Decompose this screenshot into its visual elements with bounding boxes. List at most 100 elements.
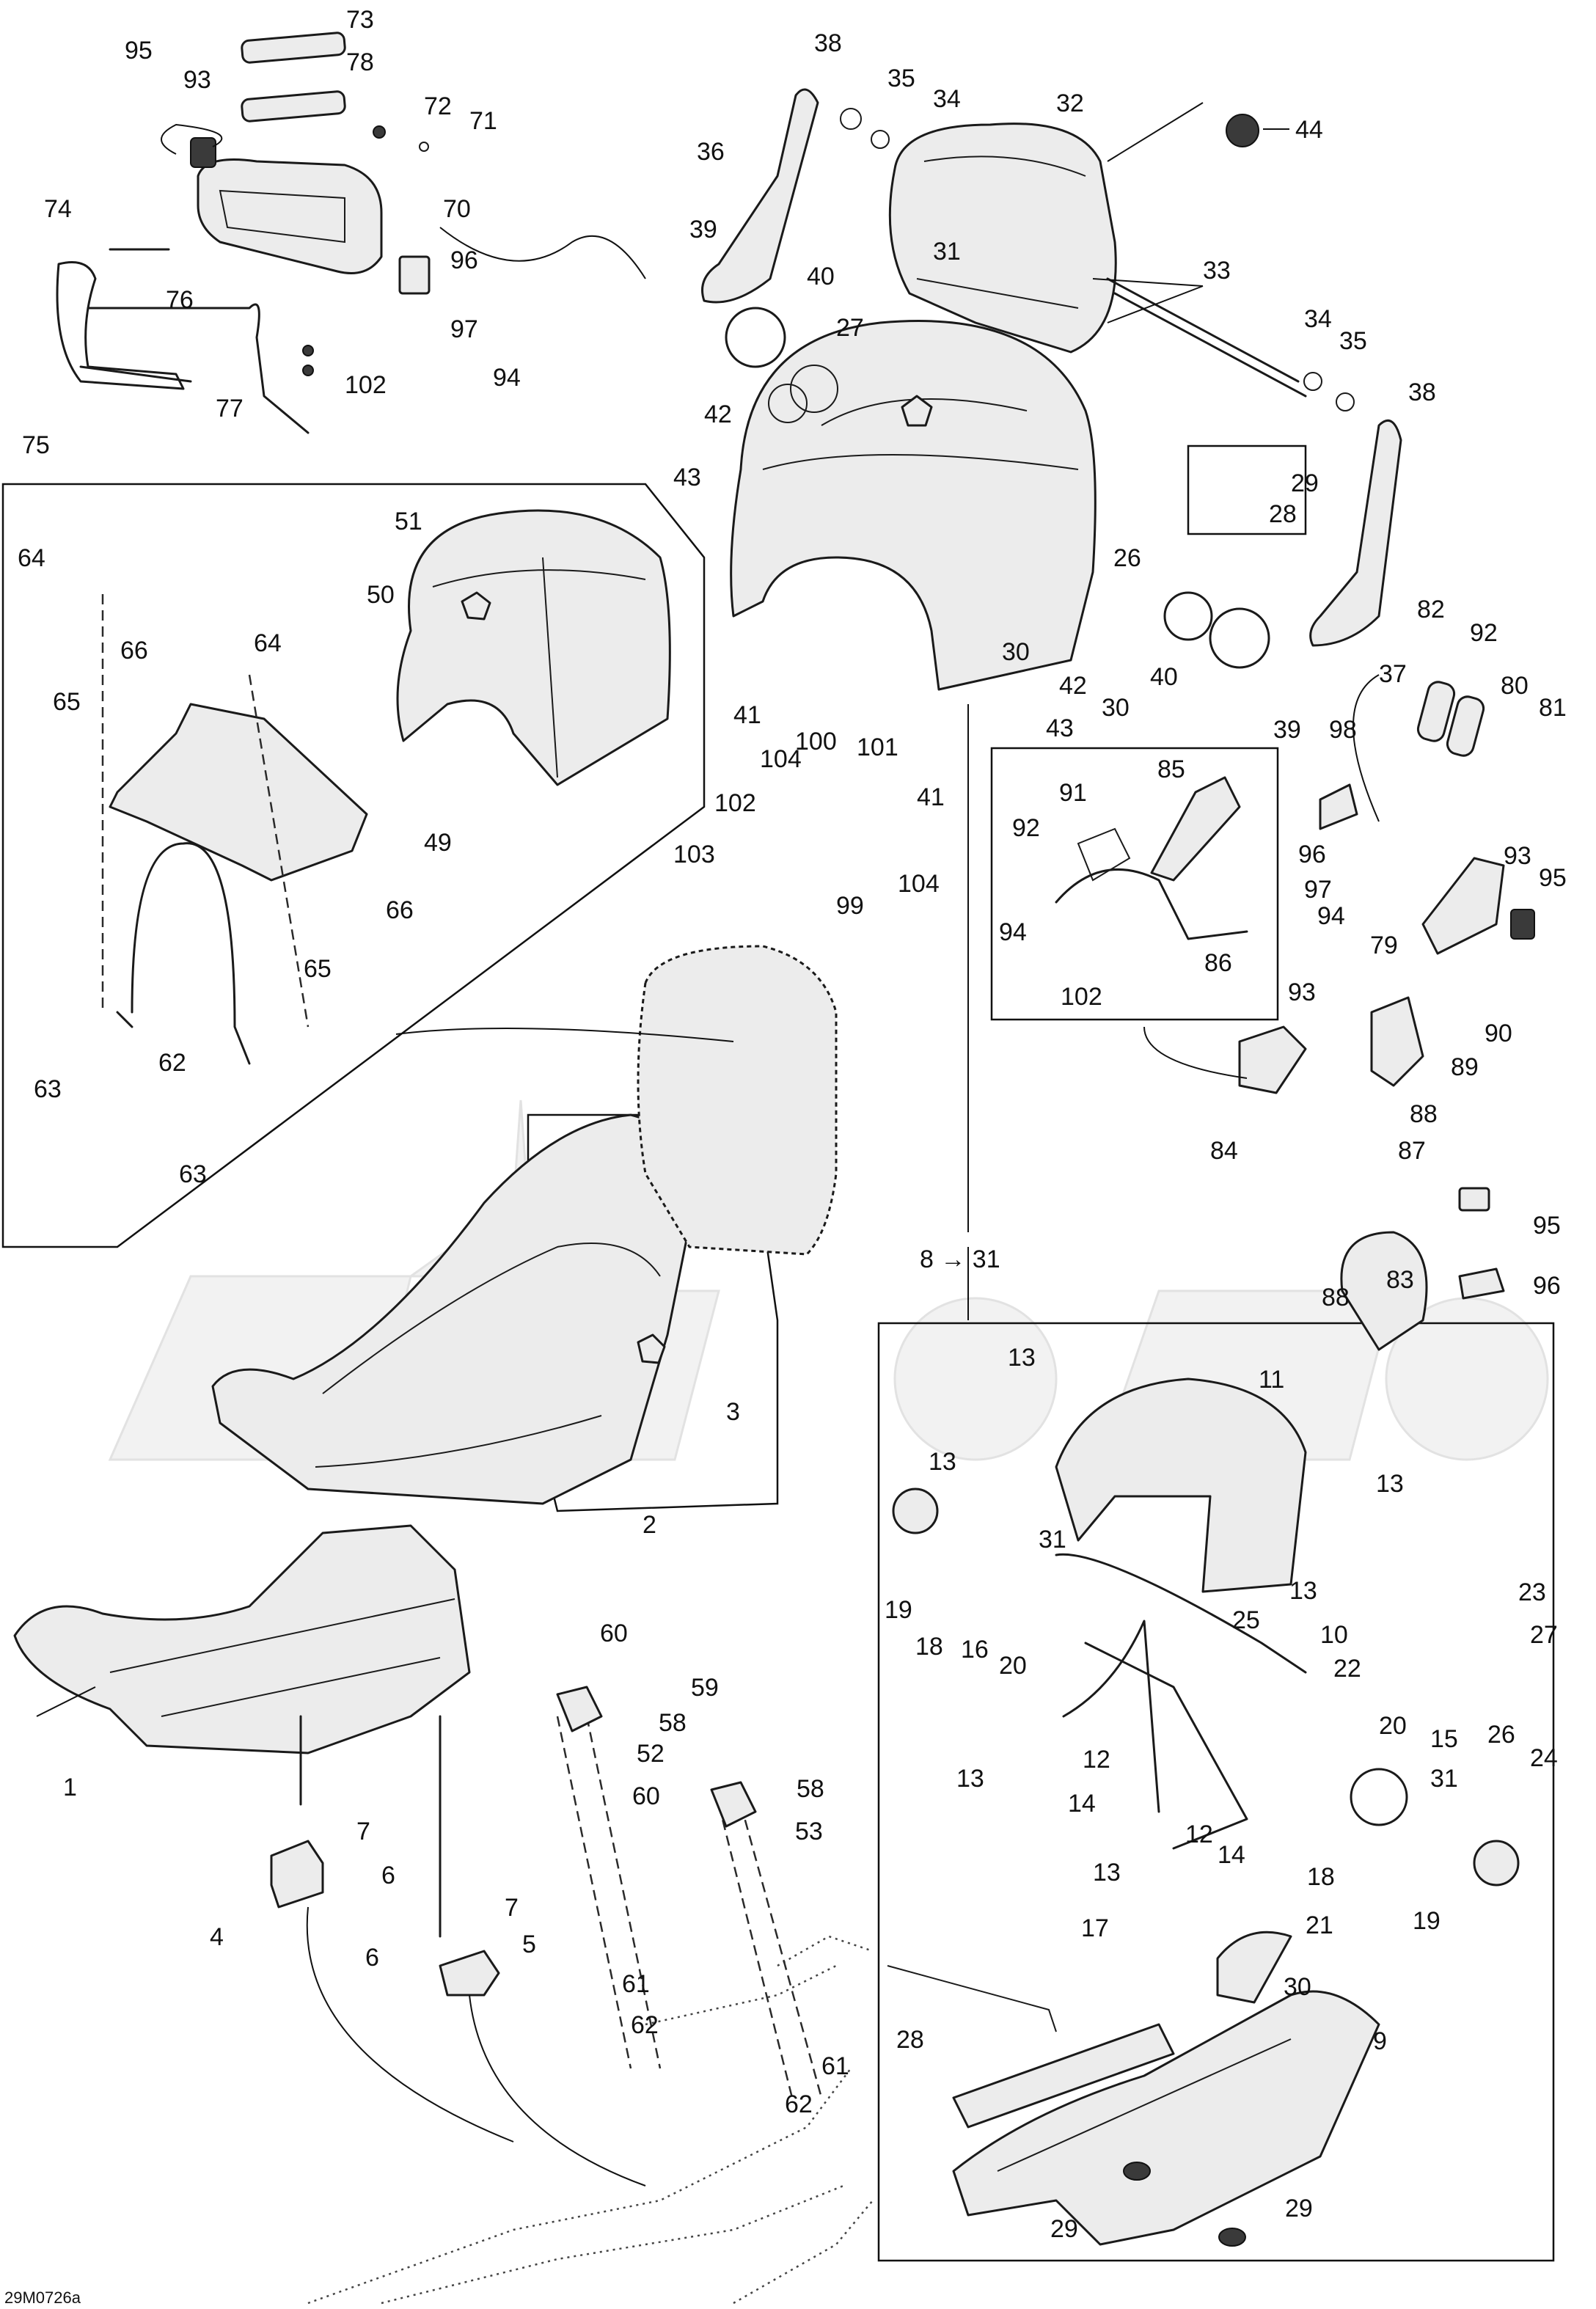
callout-78: 78 xyxy=(346,48,374,76)
callout-92: 92 xyxy=(1012,814,1040,842)
callout-6-bottom: 6 xyxy=(365,1944,379,1972)
callout-67-bottom: 60 xyxy=(632,1782,660,1810)
callout-70: 70 xyxy=(443,195,471,223)
callout-83: 83 xyxy=(1386,1266,1414,1294)
callout-14-a: 14 xyxy=(1068,1790,1096,1818)
callout-104: 99 xyxy=(836,892,864,920)
callout-60-left: 64 xyxy=(18,544,45,572)
seat-base-drawing xyxy=(13,1524,646,2187)
callout-107-mid: 102 xyxy=(714,789,756,817)
callout-59-top: 63 xyxy=(34,1075,62,1103)
callout-7-bottom: 7 xyxy=(505,1894,519,1922)
passenger-backrest-drawing xyxy=(701,88,1402,669)
callout-41-right: 35 xyxy=(1339,327,1367,355)
callout-97: 92 xyxy=(1470,619,1498,647)
leader-lines xyxy=(36,102,1380,1717)
callout-80: 80 xyxy=(1501,672,1529,700)
callout-61-bottom: 65 xyxy=(304,955,332,983)
seat-cover-52-drawing xyxy=(396,509,671,786)
callout-22: 22 xyxy=(1333,1655,1361,1683)
callout-36-left: 30 xyxy=(1002,638,1030,666)
callout-68-bottom: 61 xyxy=(821,2052,849,2080)
callout-13-f: 13 xyxy=(1093,1859,1121,1887)
callout-19-right: 19 xyxy=(1413,1907,1441,1935)
callout-21: 21 xyxy=(1306,1911,1333,1939)
callout-9: 9 xyxy=(1373,2027,1387,2055)
callout-12-b: 12 xyxy=(1185,1821,1213,1848)
callout-96: 96 xyxy=(1533,1272,1561,1300)
callout-100: 95 xyxy=(125,37,153,65)
callout-13-c: 13 xyxy=(1376,1470,1404,1498)
callout-95: 95 xyxy=(1533,1212,1561,1240)
callout-28: 28 xyxy=(896,2026,924,2054)
callout-46-top: 40 xyxy=(807,263,835,290)
callout-5: 5 xyxy=(522,1931,536,1958)
callout-2: 2 xyxy=(643,1511,656,1539)
callout-89: 89 xyxy=(1451,1053,1479,1081)
callout-10: 10 xyxy=(1320,1621,1348,1649)
callout-73: 73 xyxy=(346,6,374,34)
callout-45-top: 39 xyxy=(689,216,717,244)
callout-51: 49 xyxy=(424,829,452,857)
callout-84: 84 xyxy=(1210,1137,1238,1165)
callout-13-a: 13 xyxy=(1008,1344,1036,1372)
callout-101-right: 96 xyxy=(1298,841,1326,868)
callout-63: 52 xyxy=(637,1740,665,1768)
callout-38: 32 xyxy=(1056,89,1084,117)
callout-47-top: 41 xyxy=(733,701,761,729)
callout-42: 36 xyxy=(697,138,725,166)
callout-40-top: 34 xyxy=(933,85,961,113)
callout-91: 91 xyxy=(1059,779,1087,807)
callout-69-top: 62 xyxy=(631,2011,659,2039)
callout-49-top: 43 xyxy=(673,464,701,491)
callout-30: 30 xyxy=(1284,1973,1311,2001)
callout-99-right: 94 xyxy=(1317,902,1345,930)
callout-11: 11 xyxy=(1259,1366,1284,1394)
callout-74: 74 xyxy=(44,195,72,223)
callout-45-right: 39 xyxy=(1273,716,1301,744)
callout-1: 1 xyxy=(63,1774,77,1801)
callout-68-top: 61 xyxy=(622,1970,650,1998)
callout-13-e: 13 xyxy=(956,1765,984,1793)
callout-18-left: 18 xyxy=(915,1633,943,1661)
chassis-drawing xyxy=(307,1686,874,2305)
callout-12-a: 12 xyxy=(1083,1746,1110,1774)
callout-48-mid: 42 xyxy=(1059,672,1087,700)
left-group-box xyxy=(1,483,706,1248)
callout-29-left: 29 xyxy=(1050,2215,1078,2243)
callout-41-top: 35 xyxy=(887,65,915,92)
callout-76: 76 xyxy=(166,286,194,314)
callout-46-right: 40 xyxy=(1150,663,1178,691)
callout-88-bottom: 88 xyxy=(1322,1284,1350,1311)
callout-64: 53 xyxy=(795,1818,823,1845)
callout-6-top: 6 xyxy=(381,1862,395,1889)
callout-65-bottom: 58 xyxy=(797,1775,824,1803)
callout-72: 72 xyxy=(424,92,452,120)
callout-16: 16 xyxy=(961,1636,989,1664)
callout-34: 28 xyxy=(1269,500,1297,528)
callout-4: 4 xyxy=(210,1923,224,1951)
callout-106: 101 xyxy=(857,733,898,761)
callout-7-top: 7 xyxy=(356,1818,370,1845)
handle-parts-drawing xyxy=(1238,681,1535,1351)
callout-105: 100 xyxy=(795,728,837,755)
callout-53: 51 xyxy=(395,508,422,535)
callout-13-b: 13 xyxy=(929,1448,956,1476)
callout-98-right: 93 xyxy=(1504,842,1531,870)
callout-39: 33 xyxy=(1203,257,1231,285)
callout-75: 75 xyxy=(22,431,50,459)
frame-group-box xyxy=(877,1322,1555,2262)
callout-82: 82 xyxy=(1417,596,1445,623)
callout-14-b: 14 xyxy=(1218,1841,1245,1869)
callout-66: 59 xyxy=(691,1674,719,1702)
callout-69-bottom: 62 xyxy=(785,2090,813,2118)
callout-71: 71 xyxy=(469,107,497,135)
callout-8-to-31: 8 → 31 xyxy=(920,1245,1000,1273)
callout-44-top: 38 xyxy=(814,29,842,57)
callout-29-right: 29 xyxy=(1285,2195,1313,2222)
callout-25: 25 xyxy=(1232,1606,1260,1634)
callout-102-right: 97 xyxy=(1304,876,1332,904)
callout-94: 94 xyxy=(999,918,1027,946)
callout-35: 29 xyxy=(1291,469,1319,497)
